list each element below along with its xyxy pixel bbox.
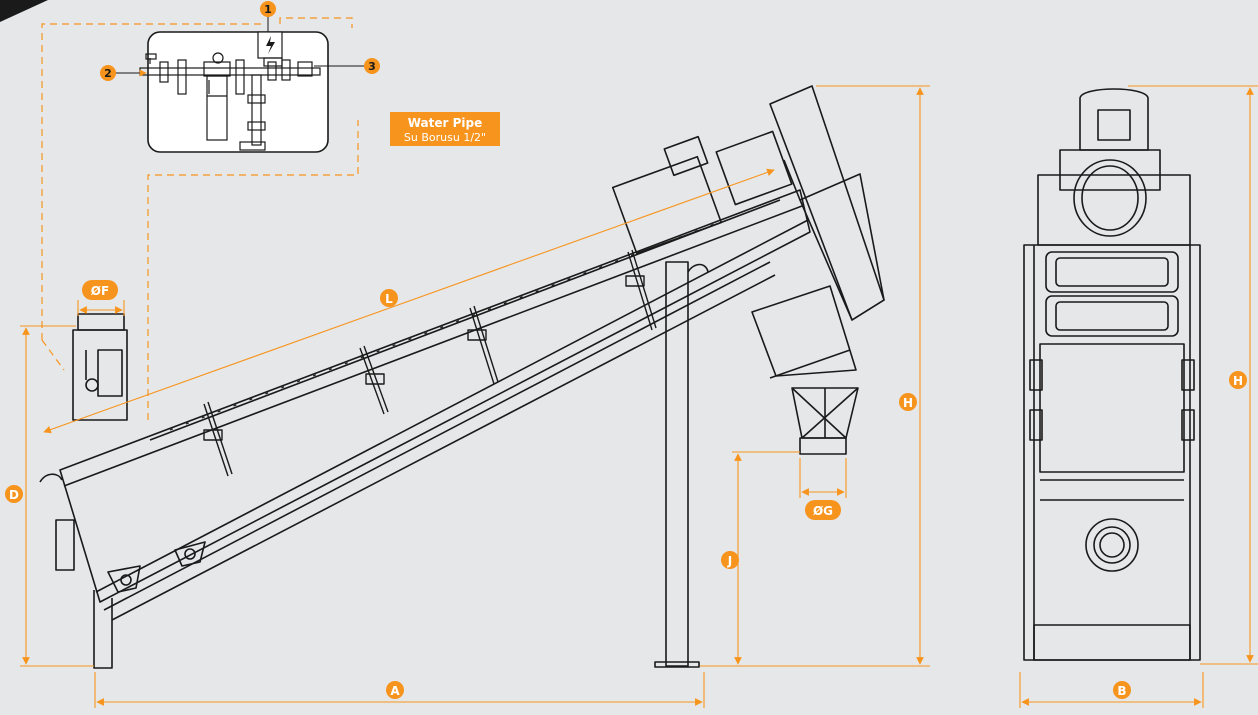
- water-pipe-detail: [139, 31, 329, 153]
- dim-label-j: J: [721, 551, 739, 569]
- dim-label-l: L: [380, 289, 398, 307]
- svg-text:L: L: [385, 292, 393, 306]
- dim-label-h-side: H: [899, 393, 917, 411]
- callout-2-label: 2: [104, 67, 112, 80]
- dim-label-f: ØF: [82, 280, 118, 300]
- callout-2: 2: [100, 65, 147, 81]
- callout-3: 3: [314, 58, 380, 74]
- callout-3-label: 3: [368, 60, 376, 73]
- dimension-lines: [20, 85, 1258, 708]
- svg-text:H: H: [1233, 374, 1243, 388]
- svg-text:ØG: ØG: [813, 504, 833, 518]
- svg-text:A: A: [390, 684, 400, 698]
- dim-label-a: A: [386, 681, 404, 699]
- dim-label-g: ØG: [805, 500, 841, 520]
- svg-text:J: J: [727, 554, 732, 568]
- callout-1: 1: [260, 1, 276, 32]
- dim-label-d: D: [5, 485, 23, 503]
- front-view-machine: [1023, 88, 1201, 661]
- water-pipe-subtitle: Su Borusu 1/2": [404, 131, 486, 144]
- svg-text:B: B: [1117, 684, 1126, 698]
- side-view-machine: [39, 85, 885, 669]
- dim-label-h-front: H: [1229, 371, 1247, 389]
- dim-label-b: B: [1113, 681, 1131, 699]
- svg-text:H: H: [903, 396, 913, 410]
- corner-decoration: [0, 0, 48, 22]
- callout-1-label: 1: [264, 3, 272, 16]
- water-pipe-title: Water Pipe: [408, 116, 483, 130]
- svg-text:D: D: [9, 488, 19, 502]
- water-pipe-label: Water Pipe Su Borusu 1/2": [390, 112, 500, 146]
- svg-text:ØF: ØF: [91, 284, 109, 298]
- lightning-icon: [266, 36, 275, 54]
